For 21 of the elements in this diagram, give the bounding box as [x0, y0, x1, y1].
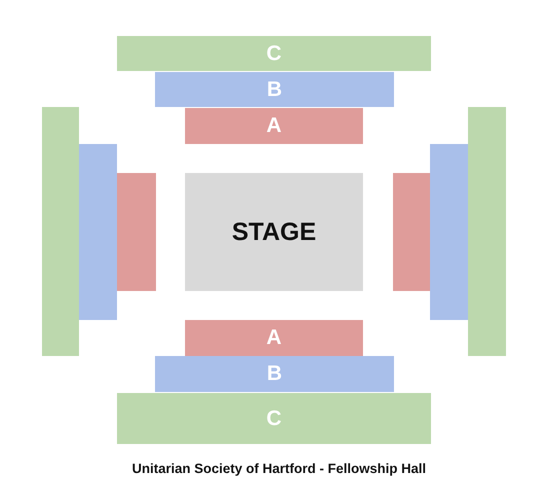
seating-section	[155, 356, 394, 392]
section-label: A	[266, 326, 282, 350]
section-label: B	[266, 362, 282, 386]
seating-section	[117, 36, 431, 71]
stage-label: STAGE	[232, 218, 316, 246]
caption: Unitarian Society of Hartford - Fellowship Hall	[132, 461, 426, 476]
seating-section	[117, 393, 431, 444]
seating-section	[155, 72, 394, 107]
seating-section	[185, 320, 363, 356]
seating-section	[393, 173, 430, 291]
seating-section	[79, 144, 117, 320]
seating-section	[117, 173, 156, 291]
section-label: A	[266, 114, 282, 138]
seating-section	[468, 107, 506, 356]
section-label: C	[266, 406, 282, 430]
section-label: C	[266, 42, 282, 66]
section-label: B	[266, 78, 282, 102]
seating-section	[430, 144, 468, 320]
seating-section	[185, 108, 363, 144]
stage-area	[185, 173, 363, 291]
seating-section	[42, 107, 79, 356]
